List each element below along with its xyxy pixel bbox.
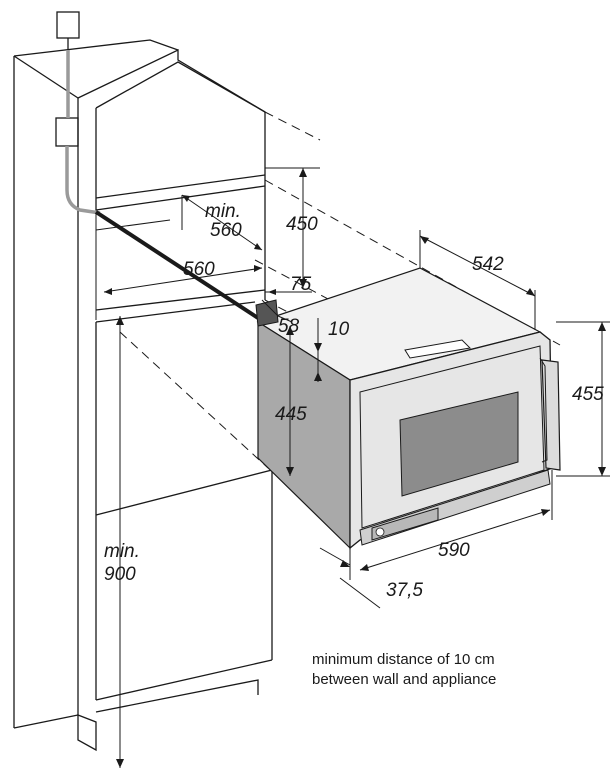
dim-590-line [359, 509, 551, 571]
top-compartment-bottom [95, 174, 266, 199]
dimension-labels: min. 560 560 450 542 75 58 10 445 455 59… [104, 201, 604, 601]
label-niche-depth: 560 [183, 259, 215, 280]
appliance [255, 267, 561, 550]
note-line-1: minimum distance of 10 cm [312, 651, 495, 668]
arrow-icon [541, 509, 550, 516]
label-front-width: 590 [438, 540, 470, 561]
junction-box-top [56, 11, 80, 39]
arrow-icon [314, 343, 322, 352]
dim-560-width-line [181, 194, 263, 251]
label-appliance-depth: 542 [472, 254, 504, 275]
dim-37-ext [319, 547, 351, 566]
label-min-width: min. [205, 201, 241, 222]
label-front-thickness: 37,5 [386, 580, 423, 601]
arrow-icon [116, 759, 124, 768]
arrow-icon [182, 195, 190, 202]
dim-37-line [339, 577, 381, 609]
dim-58-line [261, 299, 279, 317]
label-body-height: 445 [275, 404, 307, 425]
label-58: 58 [278, 316, 300, 337]
label-10: 10 [328, 319, 350, 340]
arrow-icon [286, 326, 294, 335]
arrow-icon [526, 288, 535, 296]
appliance-window [399, 391, 519, 497]
dim-542-line [419, 235, 536, 297]
label-min-floor: min. [104, 541, 140, 562]
arrow-icon [116, 316, 124, 325]
top-compartment-shelf [95, 185, 266, 211]
arrow-icon [268, 289, 276, 295]
arrow-icon [598, 467, 606, 476]
dim-58-leader [277, 315, 293, 323]
arrow-icon [314, 372, 322, 381]
cabinet-top [13, 39, 179, 57]
label-floor-height: 900 [104, 564, 136, 585]
arrow-icon [104, 288, 112, 295]
arrow-icon [254, 243, 262, 250]
appliance-door-frame [359, 345, 545, 529]
proj-upper [264, 111, 321, 141]
cabinet-right-panel [77, 48, 266, 300]
handle-inner [539, 357, 548, 463]
top-compartment-top [95, 61, 266, 113]
label-front-height: 455 [572, 384, 604, 405]
arrow-icon [598, 322, 606, 331]
cabinet [13, 39, 273, 752]
arrow-icon [299, 279, 307, 288]
niche-floor-lower [95, 301, 256, 323]
control-knob-icon [375, 527, 385, 537]
label-niche-width: 560 [210, 220, 242, 241]
control-panel [371, 507, 439, 541]
cable-lower [65, 146, 101, 215]
note-line-2: between wall and appliance [312, 671, 497, 688]
proj-low [119, 331, 269, 469]
niche-floor-front [95, 289, 266, 311]
arrow-icon [340, 560, 350, 567]
cabinet-base [13, 714, 79, 729]
proj-top [264, 179, 561, 346]
power-connection [55, 11, 260, 320]
label-niche-height: 450 [286, 214, 318, 235]
plinth [95, 679, 259, 713]
arrow-icon [360, 564, 369, 571]
wall-distance-note: minimum distance of 10 cm between wall a… [312, 650, 592, 690]
niche-inner-back [95, 219, 171, 231]
cabinet-foot [77, 714, 97, 752]
lower-door-bottom [95, 659, 273, 701]
label-75: 75 [290, 274, 312, 295]
appliance-notch [255, 299, 279, 327]
arrow-icon [254, 265, 262, 272]
dimension-lines [103, 167, 610, 768]
junction-box [55, 117, 79, 147]
cable-to-appliance [94, 210, 260, 320]
arrow-icon [420, 236, 429, 244]
appliance-vent [404, 339, 472, 359]
arrow-icon [286, 467, 294, 476]
arrow-icon [299, 168, 307, 177]
dim-560-depth-line [103, 267, 263, 293]
